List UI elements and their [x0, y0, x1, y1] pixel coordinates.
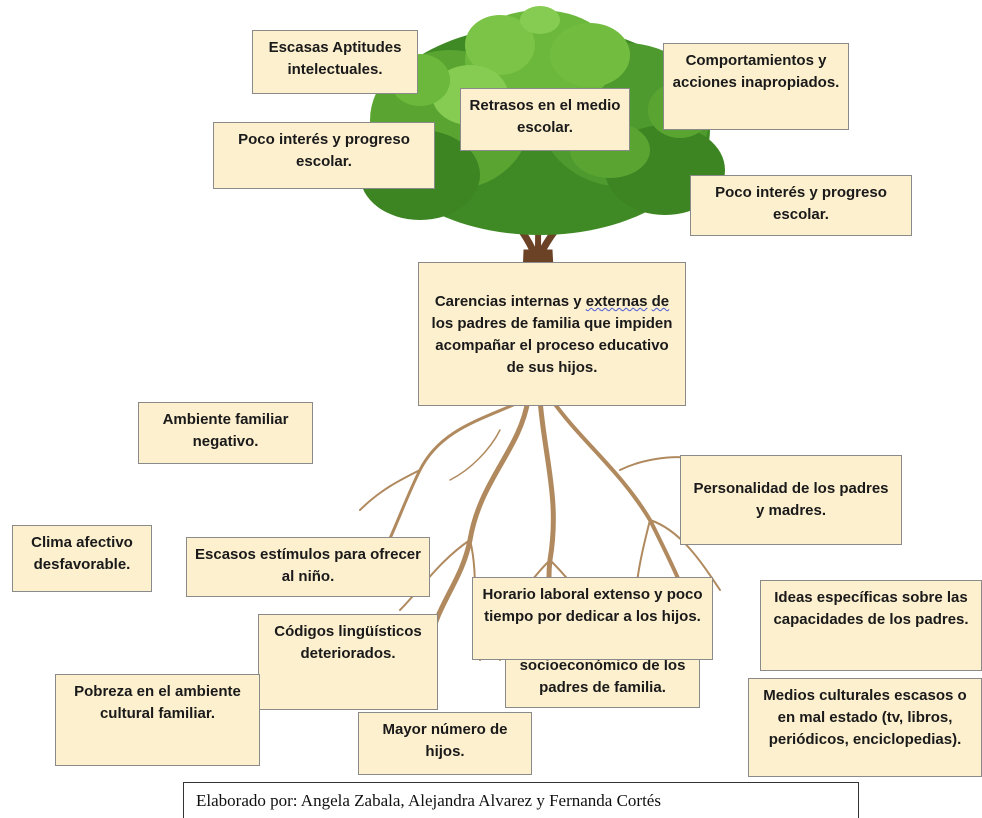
cause-box: Pobreza en el ambiente cultural familiar…	[55, 674, 260, 766]
central-problem-box: Carencias internas y externas de los pad…	[418, 262, 686, 406]
cause-box: Escasos estímulos para ofrecer al niño.	[186, 537, 430, 597]
central-problem-word: de	[651, 293, 670, 310]
central-problem-rest: los padres de familia que impiden acompa…	[431, 315, 673, 376]
effect-box: Comportamientos y acciones inapropiados.	[663, 43, 849, 130]
cause-box: Medios culturales escasos o en mal estad…	[748, 678, 982, 777]
cause-box: Ideas específicas sobre las capacidades …	[760, 580, 982, 671]
central-problem-line1: Carencias internas y	[434, 293, 586, 310]
cause-box: Horario laboral extenso y poco tiempo po…	[472, 577, 713, 660]
effect-box: Poco interés y progreso escolar.	[213, 122, 435, 189]
effect-box: Poco interés y progreso escolar.	[690, 175, 912, 236]
cause-box: Códigos lingüísticos deteriorados.	[258, 614, 438, 710]
cause-box: Ambiente familiar negativo.	[138, 402, 313, 464]
effect-box: Retrasos en el medio escolar.	[460, 88, 630, 151]
cause-box: Personalidad de los padres y madres.	[680, 455, 902, 545]
central-problem-word: externas	[585, 293, 648, 310]
cause-box: Mayor número de hijos.	[358, 712, 532, 775]
cause-box: Clima afectivo desfavorable.	[12, 525, 152, 592]
effect-box: Escasas Aptitudes intelectuales.	[252, 30, 418, 94]
credit-caption: Elaborado por: Angela Zabala, Alejandra …	[183, 782, 859, 818]
